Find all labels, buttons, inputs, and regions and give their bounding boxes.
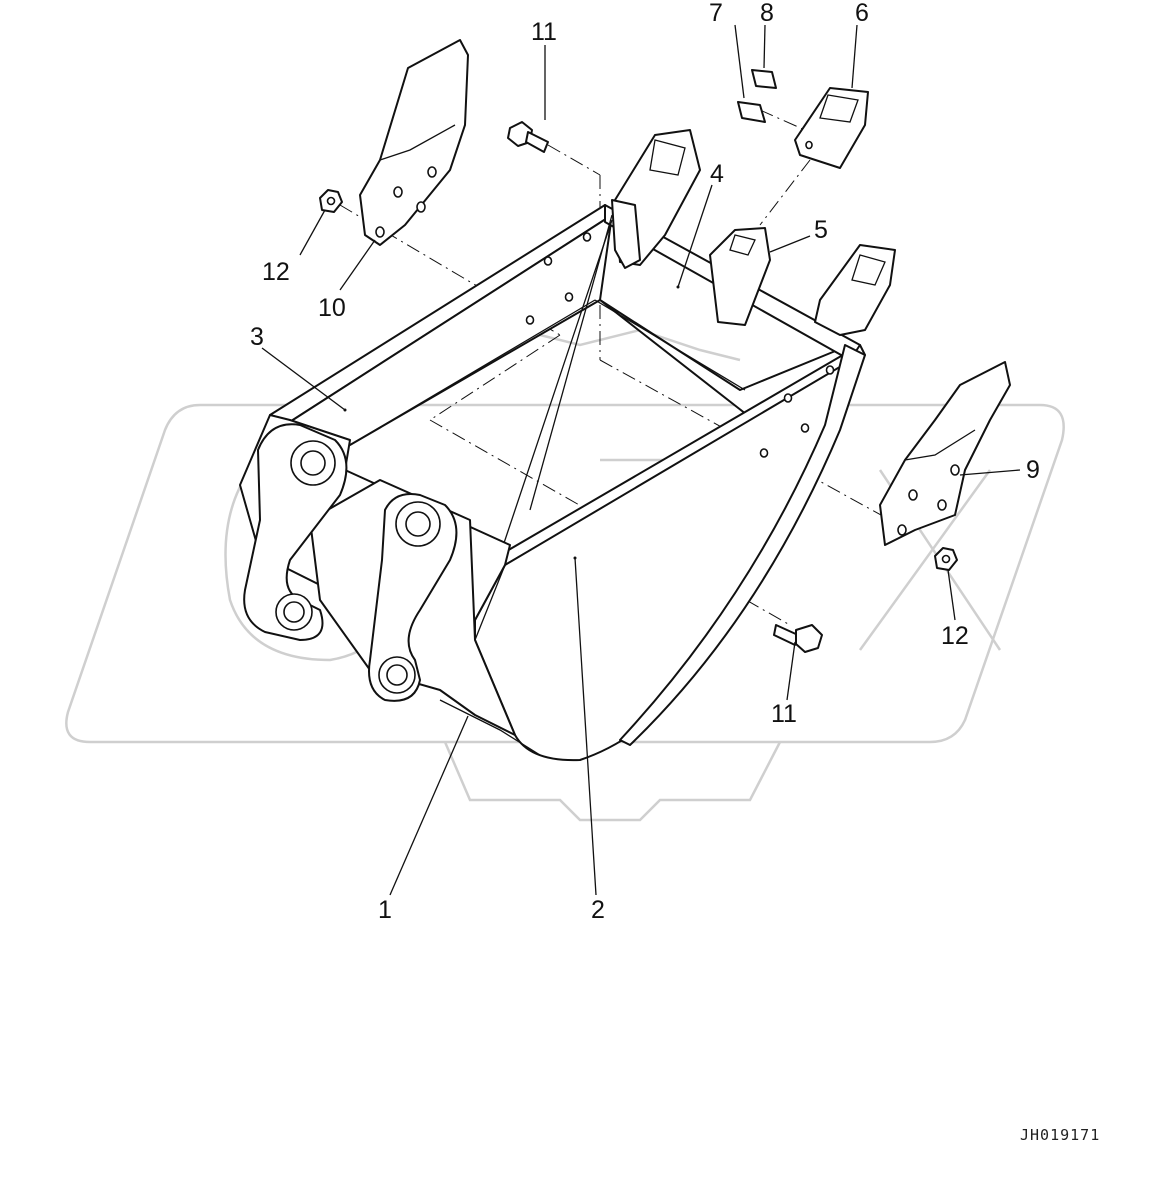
callout-11-upper: 11 bbox=[531, 18, 557, 46]
callout-4: 4 bbox=[710, 160, 724, 188]
callout-11-lower: 11 bbox=[771, 700, 797, 728]
bucket-body bbox=[239, 204, 866, 762]
bucket-teeth bbox=[611, 129, 896, 336]
callout-5: 5 bbox=[814, 216, 828, 244]
callout-6: 6 bbox=[855, 0, 869, 27]
nut-left bbox=[319, 189, 343, 213]
callout-7: 7 bbox=[709, 0, 723, 27]
nut-right bbox=[934, 547, 958, 571]
leader-dots bbox=[343, 285, 680, 560]
pin-part bbox=[737, 101, 766, 123]
callouts: 1 2 3 4 5 6 7 8 9 10 11 11 12 12 bbox=[250, 0, 1040, 924]
side-cutter-right bbox=[879, 361, 1011, 546]
leader-lines bbox=[261, 24, 1021, 896]
bolt-lower bbox=[773, 624, 823, 653]
callout-3: 3 bbox=[250, 323, 264, 351]
callout-2: 2 bbox=[591, 896, 605, 924]
callout-12-left: 12 bbox=[262, 258, 290, 286]
tooth-point-exploded bbox=[794, 87, 869, 169]
side-cutter-left bbox=[359, 39, 469, 246]
lock-part bbox=[751, 69, 777, 89]
callout-10: 10 bbox=[318, 294, 346, 322]
callout-9: 9 bbox=[1026, 456, 1040, 484]
callout-1: 1 bbox=[378, 896, 392, 924]
drawing-code: JH019171 bbox=[1020, 1126, 1100, 1144]
callout-12-right: 12 bbox=[941, 622, 969, 650]
callout-8: 8 bbox=[760, 0, 774, 27]
bolt-upper bbox=[507, 121, 549, 153]
